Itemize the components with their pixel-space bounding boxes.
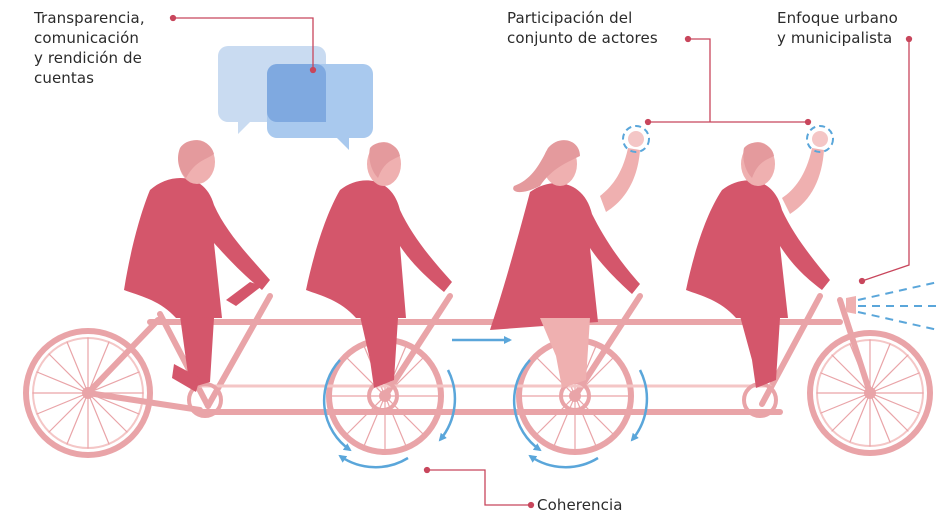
rider-1 [124, 140, 270, 392]
label-urban-line-1: Enfoque urbano [777, 9, 898, 27]
label-transparency-line-3: y rendición de [34, 49, 142, 67]
rider-4 [686, 131, 830, 388]
raised-hand-highlights [622, 125, 834, 153]
leader-transparency [173, 17, 314, 70]
leader-lines [169, 14, 913, 509]
bicycle-frame [85, 293, 873, 415]
label-participation-line-2: conjunto de actores [507, 29, 658, 47]
rider-2 [306, 142, 452, 388]
label-urban-line-2: y municipalista [777, 29, 893, 47]
leader-participation [688, 38, 711, 122]
label-transparency: Transparencia, comunicación y rendición … [34, 8, 145, 88]
label-transparency-line-4: cuentas [34, 69, 95, 87]
label-participation: Participación del conjunto de actores [507, 8, 658, 48]
label-urban: Enfoque urbano y municipalista [777, 8, 898, 48]
label-transparency-line-2: comunicación [34, 29, 139, 47]
label-transparency-line-1: Transparencia, [34, 9, 145, 27]
label-participation-line-1: Participación del [507, 9, 633, 27]
leader-urban [861, 39, 910, 282]
speech-bubbles-icon [218, 46, 373, 150]
tandem-bicycle [23, 293, 933, 458]
coherence-arrows [322, 336, 649, 469]
label-coherence: Coherencia [537, 495, 623, 515]
rider-3 [490, 131, 644, 388]
headlight-beam-icon [857, 281, 939, 331]
leader-coherence [427, 469, 531, 506]
label-coherence-line-1: Coherencia [537, 496, 623, 514]
